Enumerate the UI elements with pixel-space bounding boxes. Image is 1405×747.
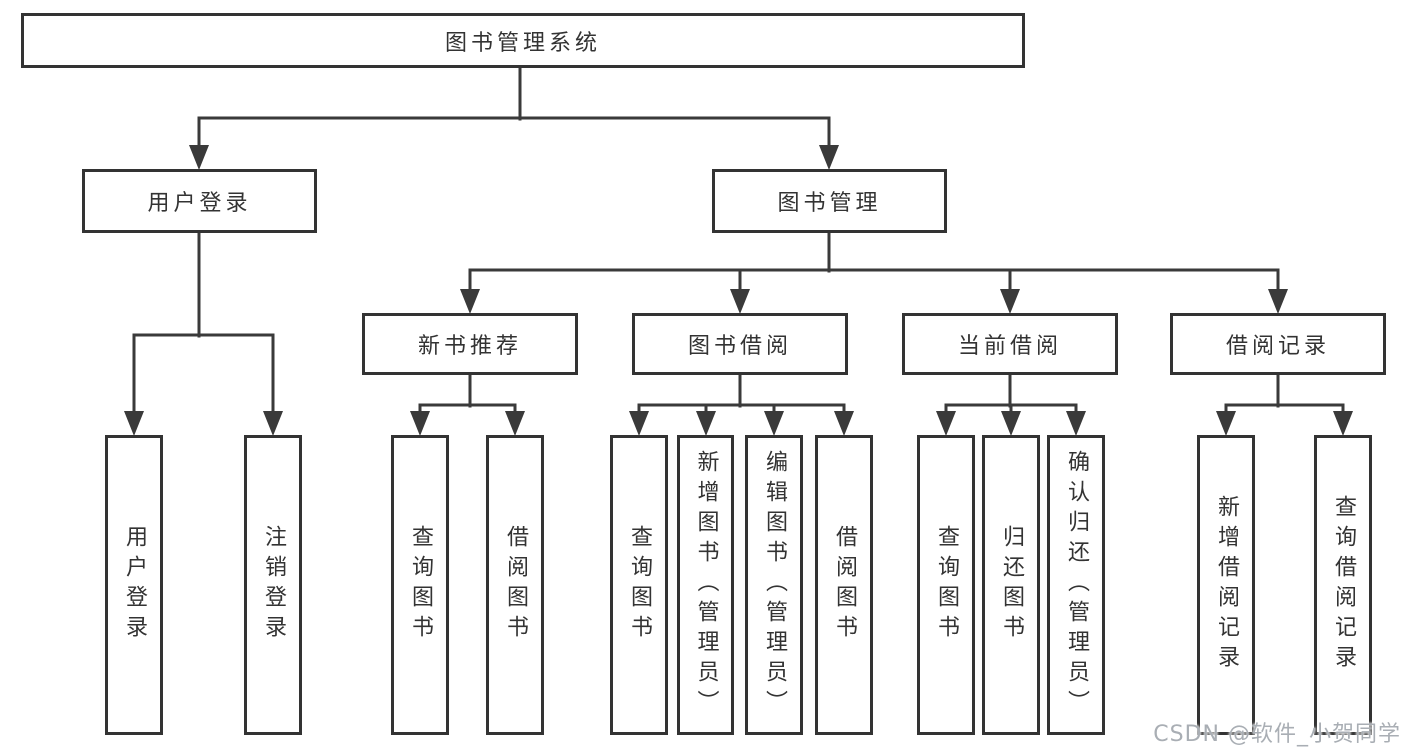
leaf-label: 查询图书 [627,525,652,645]
node-label: 用户登录 [147,191,252,216]
leaf-label: 查询借阅记录 [1331,495,1356,675]
arrowhead [1000,289,1020,314]
arrowhead [189,145,209,170]
leaf-label: 借阅图书 [503,525,528,645]
arrowhead [1066,411,1086,436]
leaf-label: 用户登录 [122,525,147,645]
arrowhead [834,411,854,436]
leaf-label: 新增图书（管理员） [693,450,719,720]
arrowhead [124,411,144,436]
arrowhead [629,411,649,436]
leaf-label: 归还图书 [999,525,1024,645]
arrowhead [696,411,716,436]
leaf-label: 编辑图书（管理员） [762,450,787,720]
leaf-query-books-borrow: 查询图书 [610,435,668,735]
node-label: 新书推荐 [417,334,522,359]
leaf-edit-book-admin: 编辑图书（管理员） [745,435,803,735]
node-root-library-system: 图书管理系统 [21,13,1025,68]
arrowhead [1001,411,1021,436]
leaf-add-book-admin: 新增图书（管理员） [677,435,734,735]
arrowhead [263,411,283,436]
node-label: 图书管理 [777,191,882,216]
node-label: 当前借阅 [957,334,1062,359]
leaf-borrow-books-recommend: 借阅图书 [486,435,544,735]
leaf-borrow-books-borrow: 借阅图书 [815,435,873,735]
node-label: 图书借阅 [687,334,792,359]
arrowhead [819,145,839,170]
csdn-watermark: CSDN @软件_小贺同学 [1153,722,1401,747]
leaf-label: 注销登录 [261,525,286,645]
leaf-query-borrow-record: 查询借阅记录 [1314,435,1372,735]
arrowhead [410,411,430,436]
leaf-query-books-current: 查询图书 [917,435,975,735]
leaf-return-books: 归还图书 [982,435,1040,735]
node-user-login: 用户登录 [82,169,317,233]
arrowhead [505,411,525,436]
node-borrow-records: 借阅记录 [1170,313,1386,375]
leaf-add-borrow-record: 新增借阅记录 [1197,435,1255,735]
arrowhead [1216,411,1236,436]
leaf-query-books-recommend: 查询图书 [391,435,449,735]
arrowhead [1268,289,1288,314]
leaf-label: 确认归还（管理员） [1064,450,1089,720]
node-label: 借阅记录 [1225,334,1330,359]
node-new-book-recommend: 新书推荐 [362,313,578,375]
leaf-user-login: 用户登录 [105,435,163,735]
leaf-label: 新增借阅记录 [1214,495,1239,675]
arrowhead [1333,411,1353,436]
node-label: 图书管理系统 [444,30,601,56]
arrowhead [730,289,750,314]
arrowhead [764,411,784,436]
leaf-label: 查询图书 [408,525,433,645]
node-current-borrow: 当前借阅 [902,313,1118,375]
arrowhead [936,411,956,436]
leaf-label: 借阅图书 [832,525,857,645]
node-book-management: 图书管理 [712,169,947,233]
arrowhead [460,289,480,314]
leaf-label: 查询图书 [934,525,959,645]
leaf-logout: 注销登录 [244,435,302,735]
leaf-confirm-return-admin: 确认归还（管理员） [1047,435,1105,735]
node-book-borrow: 图书借阅 [632,313,848,375]
